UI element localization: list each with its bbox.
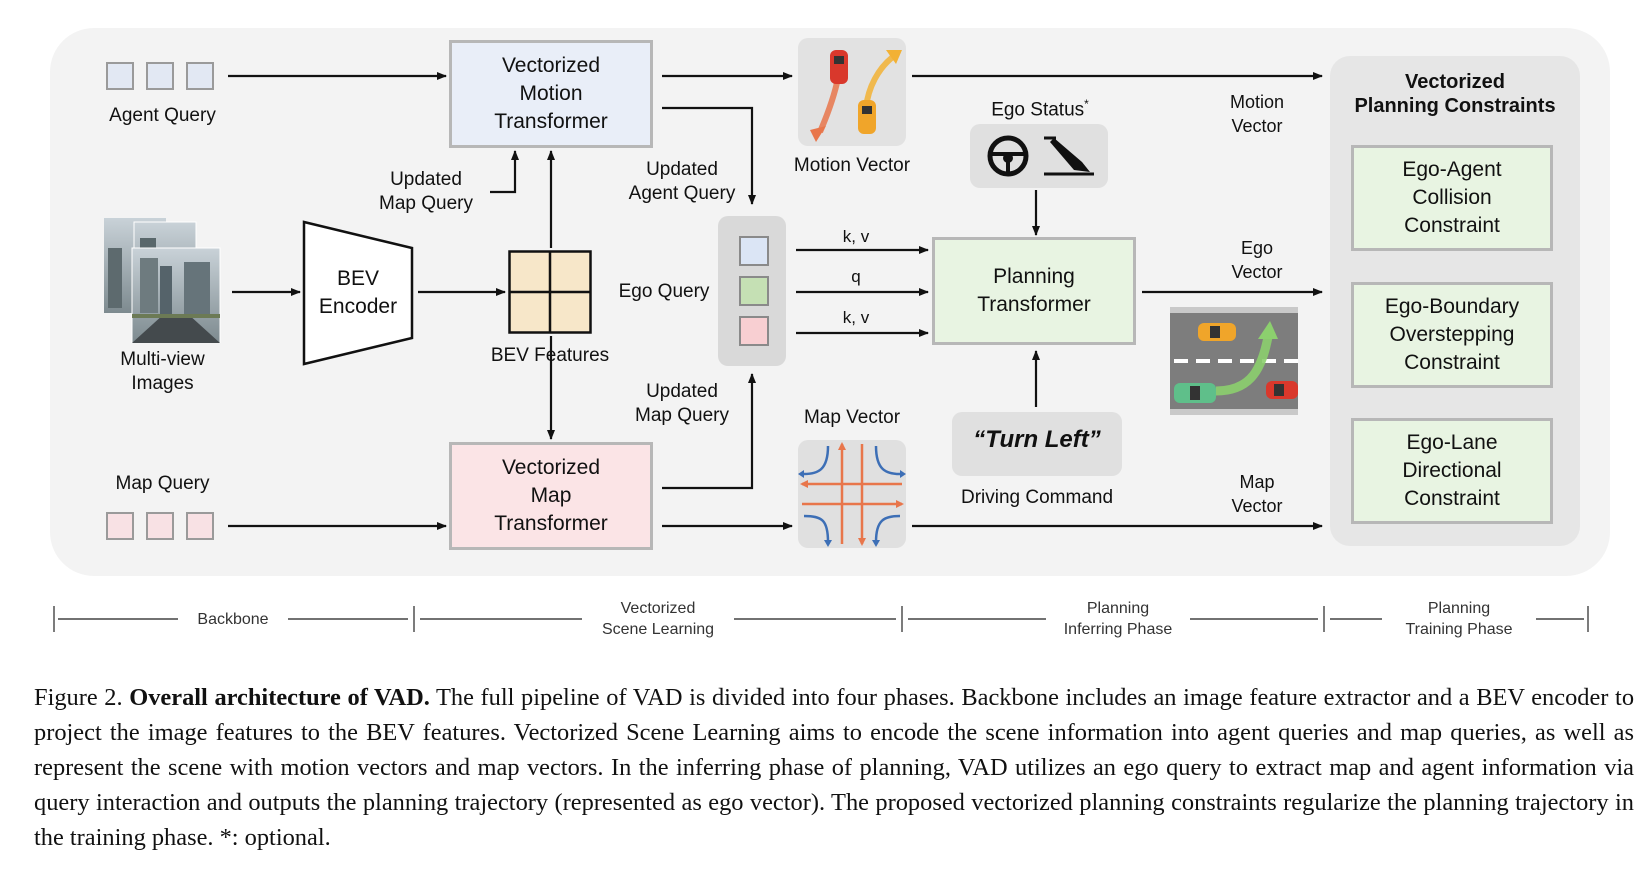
road-scene-icon — [1170, 307, 1298, 415]
map-query-token — [186, 512, 214, 540]
map-transformer-block: Vectorized Map Transformer — [449, 442, 653, 550]
multiview-images-label: Multi-view Images — [120, 349, 205, 394]
caption-title: Overall architecture of VAD. — [129, 684, 430, 711]
connection-arrows — [53, 72, 1589, 632]
agent-query-token — [186, 62, 214, 90]
caption-prefix: Figure 2. — [34, 684, 130, 711]
ego-query-token — [739, 276, 769, 306]
ego-vector-output-label: Ego Vector — [1231, 238, 1283, 282]
ego-lane-directional-constraint: Ego-Lane Directional Constraint — [1351, 418, 1553, 524]
turn-left-label: “Turn Left” — [973, 426, 1101, 453]
steering-wheel-icon — [987, 135, 1029, 177]
q-label: q — [851, 267, 861, 286]
ego-boundary-overstepping-constraint: Ego-Boundary Overstepping Constraint — [1351, 282, 1553, 388]
bev-features-grid — [508, 250, 592, 334]
agent-query-token — [146, 62, 174, 90]
updated-agent-query-label: Updated Agent Query — [628, 159, 736, 204]
kv-top-label: k, v — [842, 227, 870, 246]
map-vector-output-label: Map Vector — [1231, 472, 1283, 516]
motion-transformer-block: Vectorized Motion Transformer — [449, 40, 653, 148]
map-vector-icon-label: Map Vector — [803, 407, 901, 428]
camera-images-icon — [104, 218, 224, 344]
figure-caption: Figure 2. Overall architecture of VAD. T… — [34, 680, 1634, 855]
pedal-icon — [1044, 136, 1094, 176]
caption-body: The full pipeline of VAD is divided into… — [34, 684, 1635, 851]
motion-vector-output-label: Motion Vector — [1229, 92, 1285, 136]
ego-agent-collision-constraint: Ego-Agent Collision Constraint — [1351, 145, 1553, 251]
phase-planning-training: Planning Training Phase — [1405, 600, 1513, 638]
bev-encoder-label: BEV Encoder — [318, 267, 398, 318]
ego-query-token — [739, 236, 769, 266]
map-query-label: Map Query — [115, 473, 210, 494]
driving-command-box — [952, 412, 1122, 476]
kv-bottom-label: k, v — [842, 308, 870, 327]
phase-vectorized-scene-learning: Vectorized Scene Learning — [601, 600, 715, 638]
map-vector-icon — [798, 440, 906, 548]
driving-command-label: Driving Command — [960, 487, 1114, 508]
updated-map-query-bottom-label: Updated Map Query — [635, 381, 729, 426]
bev-encoder-shape — [302, 220, 414, 366]
updated-map-query-top-label: Updated Map Query — [379, 169, 473, 214]
constraints-title: Vectorized Planning Constraints — [1354, 71, 1556, 117]
ego-status-box — [970, 124, 1108, 188]
motion-vector-icon-label: Motion Vector — [793, 155, 911, 176]
ego-status-label: Ego Status* — [991, 97, 1089, 121]
motion-vector-icon — [798, 38, 906, 146]
planning-transformer-block: Planning Transformer — [932, 237, 1136, 345]
agent-query-label: Agent Query — [109, 105, 216, 126]
phase-backbone: Backbone — [197, 611, 269, 628]
phase-planning-inferring: Planning Inferring Phase — [1063, 600, 1173, 638]
agent-query-token — [106, 62, 134, 90]
ego-query-label: Ego Query — [618, 281, 710, 302]
map-query-token — [146, 512, 174, 540]
map-query-token — [106, 512, 134, 540]
ego-query-token — [739, 316, 769, 346]
